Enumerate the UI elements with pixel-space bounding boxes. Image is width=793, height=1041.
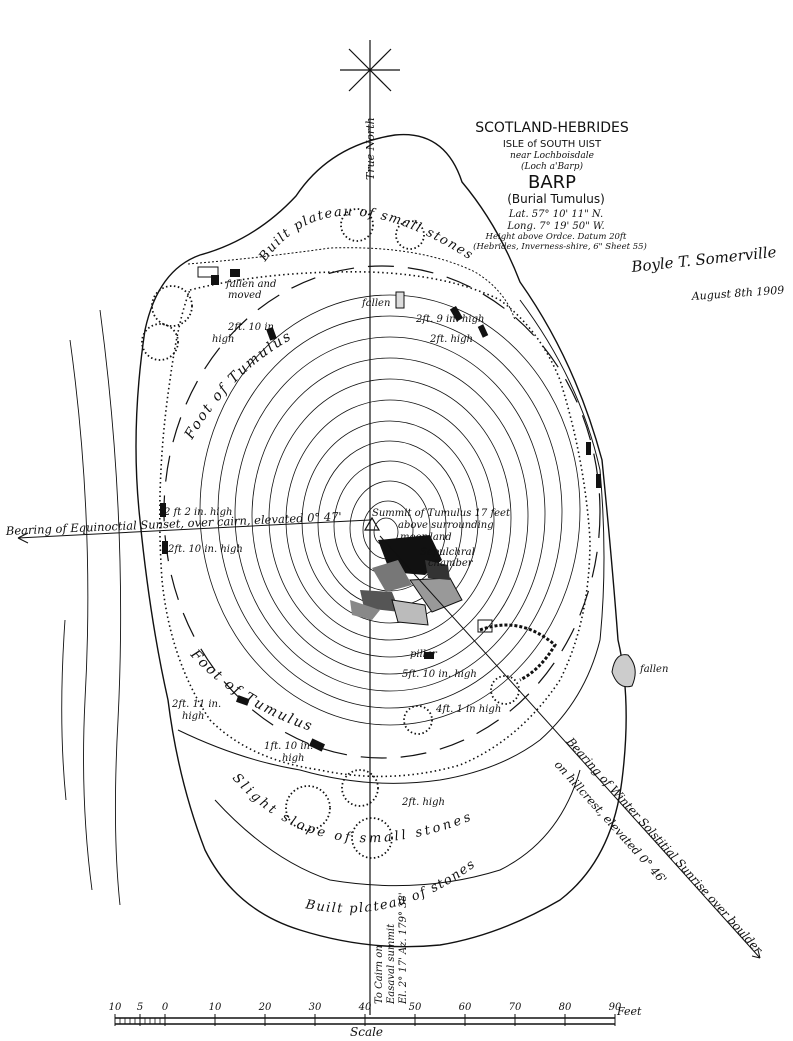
label-foot-lower: Foot of Tumulus	[186, 646, 315, 735]
label-4ft1: 4ft. 1 in high	[435, 704, 501, 715]
south-bearing-2: Easaval summit	[386, 923, 397, 1005]
bearing-lines	[17, 519, 761, 959]
label-plateau-bottom: Built plateau of stones	[303, 856, 479, 916]
title-height: Height above Ordce. Datum 20ft	[485, 232, 628, 242]
signature-name: Boyle T. Somerville	[630, 243, 778, 276]
south-bearing-3: El. 2° 17' Az. 179° 38'	[398, 892, 409, 1005]
title-lat: Lat. 57° 10' 11" N.	[508, 209, 603, 220]
scale-tick-label: 90	[609, 1002, 622, 1013]
label-slope: Slight slope of small stones	[229, 771, 476, 847]
label-fallen-top: fallen	[361, 298, 390, 309]
true-north-label: True North	[364, 117, 377, 180]
title-region: SCOTLAND-HEBRIDES	[475, 120, 629, 136]
scale-tick-label: 40	[358, 1002, 372, 1013]
stone-plateau-lower-line	[214, 769, 581, 887]
title-near: near Lochboisdale	[510, 151, 594, 161]
stone-rings	[141, 208, 520, 859]
title-loch: (Loch a'Barp)	[521, 161, 583, 172]
label-summit-2: above surrounding	[398, 520, 494, 531]
label-2ft11-a: 2ft. 11 in.	[171, 699, 221, 710]
label-2ft10-mid: 2ft. 10 in. high	[167, 544, 243, 555]
label-2ft10-b: high	[212, 334, 234, 345]
label-5ft10: 5ft. 10 in. high	[402, 669, 477, 680]
scale-tick-label: 10	[209, 1002, 222, 1013]
scale-unit: Feet	[616, 1005, 642, 1018]
title-sheet: (Hebrides, Inverness-shire, 6" Sheet 55)	[473, 241, 647, 252]
label-2ft10-a: 2ft. 10 in	[227, 322, 274, 333]
title-block: SCOTLAND-HEBRIDES ISLE of SOUTH UIST nea…	[473, 120, 647, 252]
sepulchral-chamber	[350, 535, 463, 626]
label-2fthigh-low: 2ft. high	[401, 797, 445, 808]
compass-star-icon	[340, 40, 400, 100]
scale-tick-label: 70	[509, 1002, 522, 1013]
label-pillar: pillar	[410, 649, 438, 660]
kerb-stones	[160, 269, 601, 752]
label-2ft2: 2 ft 2 in. high	[163, 507, 232, 518]
south-bearing-1: To Cairn on	[374, 945, 385, 1004]
fallen-stones	[197, 266, 636, 688]
scale-tick-label: 10	[109, 1002, 122, 1013]
scale-tick-label: 5	[137, 1002, 143, 1013]
label-plateau-top: Built plateau of small stones	[256, 204, 477, 265]
label-2ft9: 2ft. 9 in. high	[415, 314, 484, 325]
scale-tick-label: 20	[258, 1002, 272, 1013]
label-chamber-1: Sepulchral	[420, 547, 475, 558]
bearing-winter-sunrise-1: Bearing of Winter Solstitial Sunrise ove…	[563, 734, 766, 958]
scale-title: Scale	[350, 1025, 383, 1039]
inner-plateau-line-right	[519, 299, 605, 741]
scale-tick-label: 60	[459, 1002, 472, 1013]
label-summit-1: Summit of Tumulus 17 feet	[372, 508, 511, 519]
shoreline-lines	[61, 309, 122, 906]
contour-lines	[199, 294, 581, 726]
signature-date: August 8th 1909	[690, 284, 784, 304]
title-site: BARP	[528, 172, 576, 193]
scale-tick-label: 0	[162, 1002, 169, 1013]
label-foot-upper: Foot of Tumulus	[181, 328, 295, 443]
scale-tick-label: 80	[559, 1002, 572, 1013]
label-fallen-right: fallen	[639, 664, 668, 675]
scale-tick-label: 30	[309, 1002, 322, 1013]
label-chamber-2: chamber	[428, 558, 474, 569]
label-2ft11-b: high	[182, 711, 204, 722]
summit-triangle-icon	[363, 516, 381, 531]
label-summit-3: moor-land	[400, 532, 452, 543]
label-fallen-moved-1: fallen and	[225, 279, 276, 290]
label-1ft10-b: high	[282, 753, 304, 764]
inner-plateau-line-bottom	[177, 729, 541, 784]
label-2fthigh-top: 2ft. high	[429, 334, 473, 345]
label-1ft10-a: 1ft. 10 in.	[264, 741, 313, 752]
title-kind: (Burial Tumulus)	[507, 192, 605, 206]
annotations: fallen and moved fallen fallen 2ft. 10 i…	[163, 279, 668, 808]
title-isle: ISLE of SOUTH UIST	[503, 139, 602, 150]
scale-tick-label: 50	[409, 1002, 422, 1013]
outer-plateau-boundary	[135, 133, 627, 948]
outwork-wall	[479, 623, 557, 682]
label-fallen-moved-2: moved	[228, 290, 261, 301]
title-long: Long. 7° 19' 50" W.	[506, 221, 604, 232]
